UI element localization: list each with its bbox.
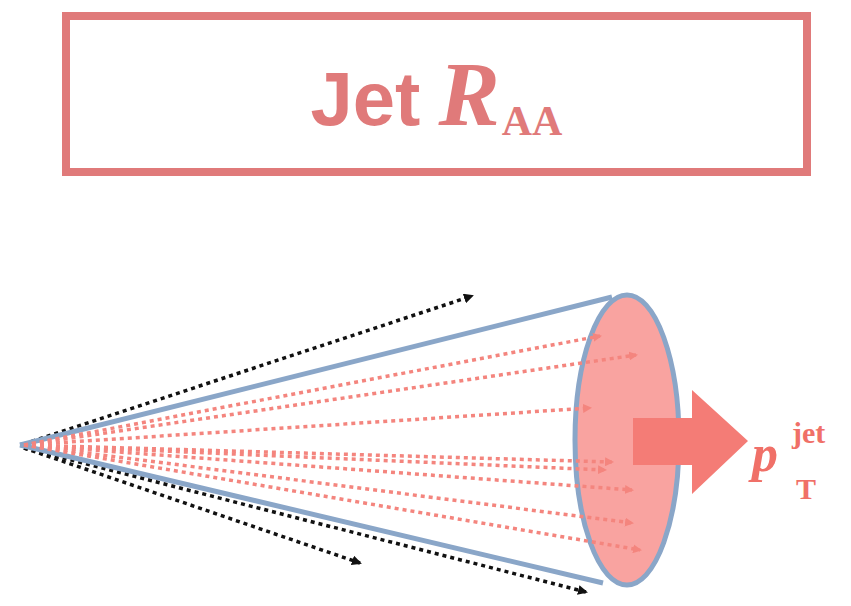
title-text: R <box>438 48 499 140</box>
title-row: JetRAA <box>311 48 563 140</box>
subscript-label: T <box>796 474 816 504</box>
inner-particle-arrows <box>24 336 640 550</box>
momentum-symbol: p <box>752 428 778 480</box>
title-text: Jet <box>311 61 421 137</box>
title-box: JetRAA <box>62 12 811 176</box>
momentum-arrow <box>633 390 748 494</box>
title-text: AA <box>502 100 563 142</box>
superscript-label: jet <box>792 418 825 448</box>
jet-cone-outline <box>20 295 679 585</box>
outer-particle-arrows <box>24 296 586 592</box>
